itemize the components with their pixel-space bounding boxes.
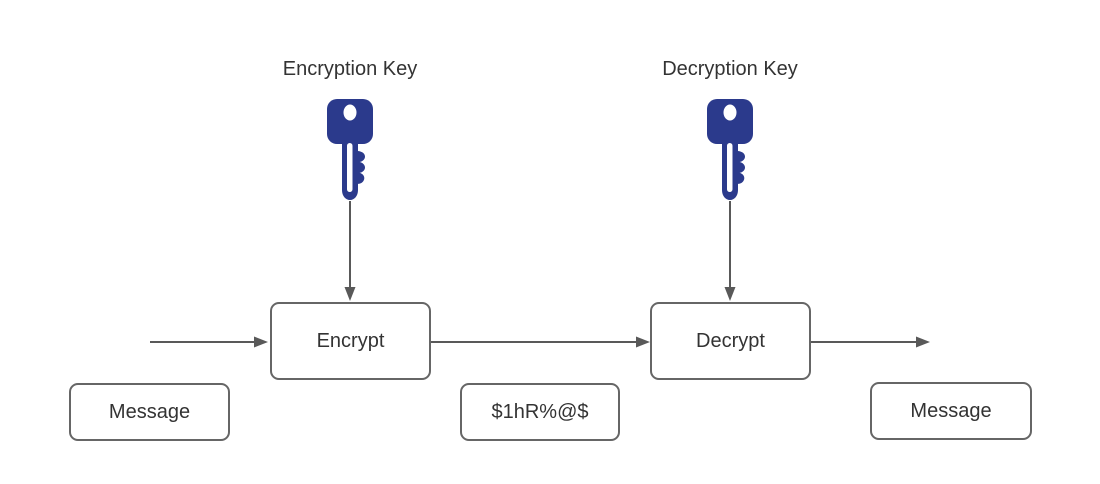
arrowhead-encrypt-to-decrypt — [636, 336, 650, 348]
key-icon — [327, 99, 373, 200]
arrowhead-encryption-key — [344, 287, 356, 301]
message-out-node: Message — [870, 382, 1032, 440]
encrypt-node-label: Encrypt — [316, 329, 385, 352]
encrypt-node: Encrypt — [270, 302, 431, 380]
ciphertext-node: $1hR%@$ — [460, 383, 620, 441]
arrowhead-decryption-key — [724, 287, 736, 301]
arrowhead-into-encrypt — [254, 336, 268, 348]
decrypt-node-label: Decrypt — [696, 329, 765, 352]
encryption-key-icon — [326, 99, 374, 201]
message-in-label: Message — [108, 400, 191, 423]
message-out-label: Message — [910, 399, 992, 422]
key-icon — [707, 99, 753, 200]
decrypt-node: Decrypt — [650, 302, 811, 380]
arrowhead-out-of-decrypt — [916, 336, 930, 348]
ciphertext-label: $1hR%@$ — [491, 400, 589, 423]
message-in-node: Message — [69, 383, 230, 441]
encryption-key-label: Encryption Key — [282, 58, 418, 80]
decryption-key-label: Decryption Key — [662, 58, 798, 80]
decryption-key-icon — [706, 99, 754, 201]
